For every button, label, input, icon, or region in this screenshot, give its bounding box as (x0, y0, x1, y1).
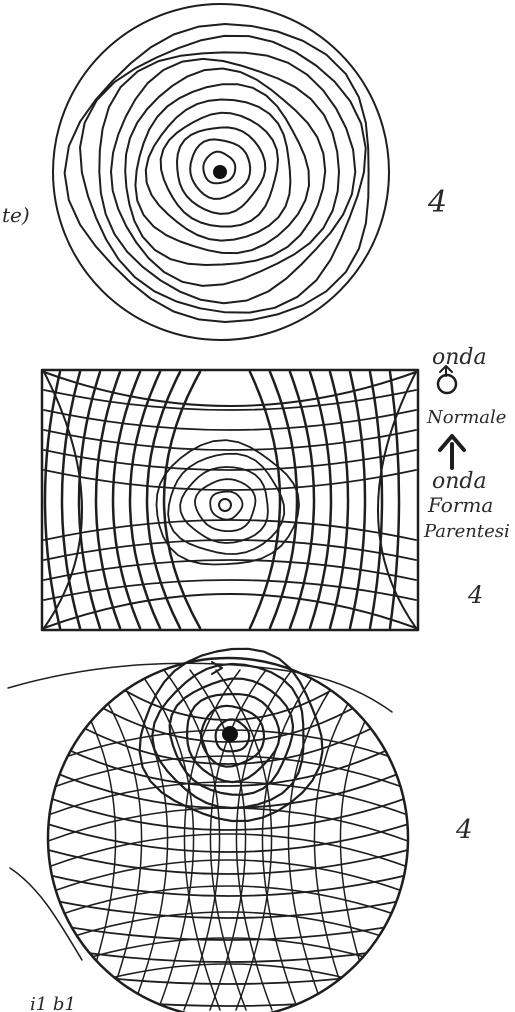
dome-curve (30, 886, 426, 926)
horizontal-curve (44, 520, 416, 540)
bowl-curve (0, 966, 515, 1006)
dome-curve (30, 834, 426, 874)
vertical-curve (330, 372, 348, 628)
dome-curve (30, 756, 426, 796)
label-onda-bottom: onda (432, 469, 487, 494)
ring (125, 69, 325, 266)
small-circle-icon (438, 375, 456, 393)
sketch-number-2: 4 (467, 581, 483, 609)
vertical-curve (130, 372, 160, 628)
corner-curve (44, 594, 416, 628)
center-dot (213, 165, 227, 179)
label-forma: Forma (427, 493, 493, 517)
bowl-curve (44, 768, 412, 808)
wave-annotation: onda Normale onda Forma Parentesi (423, 345, 510, 542)
bowl-curve (0, 944, 515, 984)
sphere-center-dot (222, 726, 238, 742)
vertical-curve (270, 372, 297, 628)
wave-curves (0, 670, 515, 1010)
top-guide-line (8, 663, 392, 712)
left-margin-fragment: te) (2, 203, 30, 227)
label-parentesi: Parentesi (423, 521, 510, 542)
rectangle-frame (42, 370, 418, 630)
diagonal-curve (236, 670, 292, 1010)
ring (99, 52, 355, 303)
bowl-curve (0, 834, 460, 874)
diagonal-curve (164, 670, 220, 1010)
ring (195, 479, 256, 531)
sphere-outline (48, 658, 408, 1012)
horizontal-curve (44, 580, 416, 600)
wave-curves (44, 372, 416, 628)
label-onda-top: onda (432, 345, 487, 370)
dome-curve (30, 808, 426, 848)
vertical-curve (113, 372, 140, 628)
dome-curve (30, 782, 426, 822)
sketch-number-3: 4 (455, 815, 473, 845)
label-normale: Normale (426, 407, 506, 428)
vertical-curve (370, 372, 382, 628)
left-guide-line (10, 868, 82, 960)
ring (210, 492, 242, 520)
sketch-rectangle-wave-pattern (42, 370, 418, 630)
bowl-curve (28, 790, 428, 830)
sketch-concentric-circle (53, 4, 389, 340)
up-arrow-icon (440, 436, 464, 468)
sketch-number-1: 4 (427, 185, 447, 220)
vertical-curve (290, 372, 314, 628)
bottom-margin-fragment: i1 b1 (30, 994, 76, 1012)
center-ring (219, 499, 231, 511)
diagonal-curve (184, 670, 240, 1010)
sketch-sphere-wave-pattern (0, 649, 515, 1012)
dome-curve (30, 860, 426, 900)
